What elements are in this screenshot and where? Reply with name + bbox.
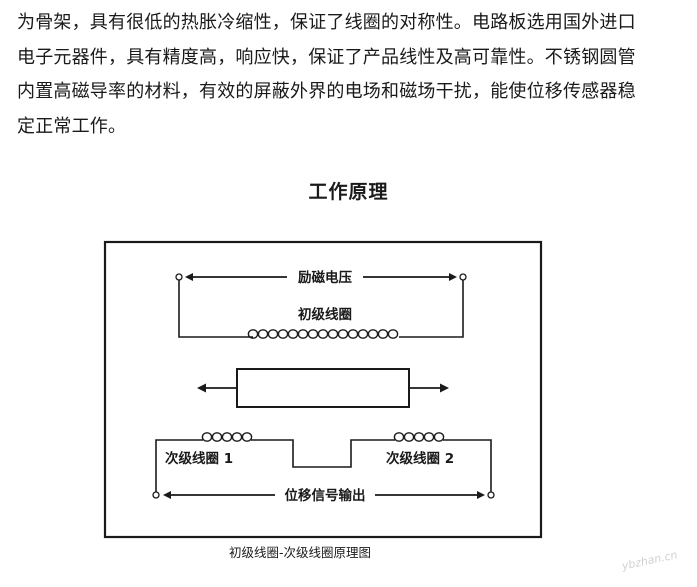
primary-wire-left — [178, 280, 253, 338]
principle-diagram-svg: 励磁电压 初级线圈 — [103, 240, 543, 539]
secondary-coil-2 — [393, 432, 445, 442]
secondary-wire-right — [443, 439, 492, 492]
terminal-secondary-right — [487, 491, 495, 499]
paragraph-line: 定正常工作。 — [17, 115, 127, 137]
paragraph-line: 为骨架，具有很低的热胀冷缩性，保证了线圈的对称性。电路板选用国外进口 — [17, 12, 636, 33]
secondary-wire-middle — [251, 439, 395, 468]
terminal-secondary-left — [152, 491, 160, 499]
excitation-arrow — [185, 273, 457, 281]
output-arrow — [163, 491, 485, 499]
secondary-coil-1-label: 次级线圈 1 — [165, 450, 233, 467]
movable-core — [236, 368, 410, 408]
paragraph-line: 内置高磁导率的材料，有效的屏蔽外界的电场和磁场干扰，能使位移传感器稳 — [17, 81, 636, 102]
watermark-logo: ybzhan.cn — [619, 543, 689, 577]
secondary-coil-2-label: 次级线圈 2 — [386, 450, 454, 467]
section-heading: 工作原理 — [308, 181, 389, 203]
principle-diagram: 励磁电压 初级线圈 — [103, 240, 543, 540]
secondary-wire-left — [155, 439, 203, 492]
svg-text:ybzhan.cn: ybzhan.cn — [620, 548, 679, 573]
terminal-primary-left — [175, 273, 183, 281]
watermark-svg: ybzhan.cn — [620, 548, 679, 573]
body-paragraph: 为骨架，具有很低的热胀冷缩性，保证了线圈的对称性。电路板选用国外进口 电子元器件… — [17, 6, 677, 144]
paragraph-line: 电子元器件，具有精度高，响应快，保证了产品线性及高可靠性。不锈钢圆管 — [17, 46, 636, 68]
diagram-caption: 初级线圈-次级线圈原理图 — [228, 545, 371, 560]
displacement-output-label: 位移信号输出 — [285, 487, 366, 504]
primary-coil-label: 初级线圈 — [298, 306, 352, 323]
core-motion-arrows — [197, 383, 449, 393]
primary-coil — [247, 329, 399, 339]
terminal-primary-right — [459, 273, 467, 281]
excitation-voltage-label: 励磁电压 — [298, 269, 352, 286]
primary-wire-right — [399, 280, 464, 338]
secondary-coil-1 — [201, 432, 253, 442]
